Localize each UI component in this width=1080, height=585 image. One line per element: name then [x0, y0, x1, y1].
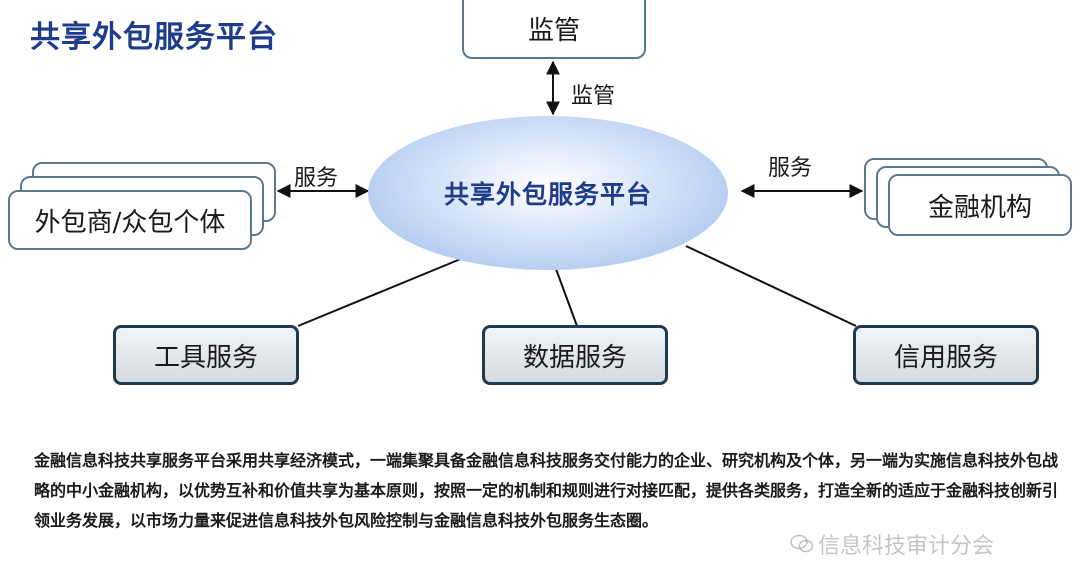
watermark-text: 信息科技审计分会 — [818, 534, 995, 559]
credit-service-line — [685, 245, 857, 327]
right-service-edge-label: 服务 — [768, 156, 813, 181]
watermark: 信息科技审计分会 — [790, 528, 994, 560]
tool-service-label: 工具服务 — [153, 342, 258, 373]
platform-ellipse: 共享外包服务平台 — [368, 116, 728, 270]
data-service-label: 数据服务 — [522, 342, 627, 373]
credit-service-box: 信用服务 — [853, 325, 1039, 385]
outsourcer-label: 外包商/众包个体 — [34, 207, 226, 238]
supervision-label: 监管 — [527, 16, 580, 46]
supervision-box: 监管 — [462, 0, 646, 59]
data-service-line — [555, 268, 578, 327]
page-title: 共享外包服务平台 — [30, 20, 278, 55]
tool-service-box: 工具服务 — [113, 325, 299, 385]
financial-institution-box: 金融机构 — [888, 174, 1072, 236]
description-text: 金融信息科技共享服务平台采用共享经济模式，一端集聚具备金融信息科技服务交付能力的… — [34, 451, 1059, 530]
wechat-icon — [790, 534, 814, 553]
supervision-edge-label: 监管 — [571, 84, 616, 109]
data-service-box: 数据服务 — [482, 325, 668, 385]
financial-institution-label: 金融机构 — [927, 192, 1032, 223]
left-service-edge-label: 服务 — [294, 166, 339, 191]
tool-service-line — [297, 257, 464, 327]
credit-service-label: 信用服务 — [893, 342, 998, 373]
platform-label: 共享外包服务平台 — [443, 180, 652, 209]
outsourcer-box: 外包商/众包个体 — [8, 190, 252, 250]
